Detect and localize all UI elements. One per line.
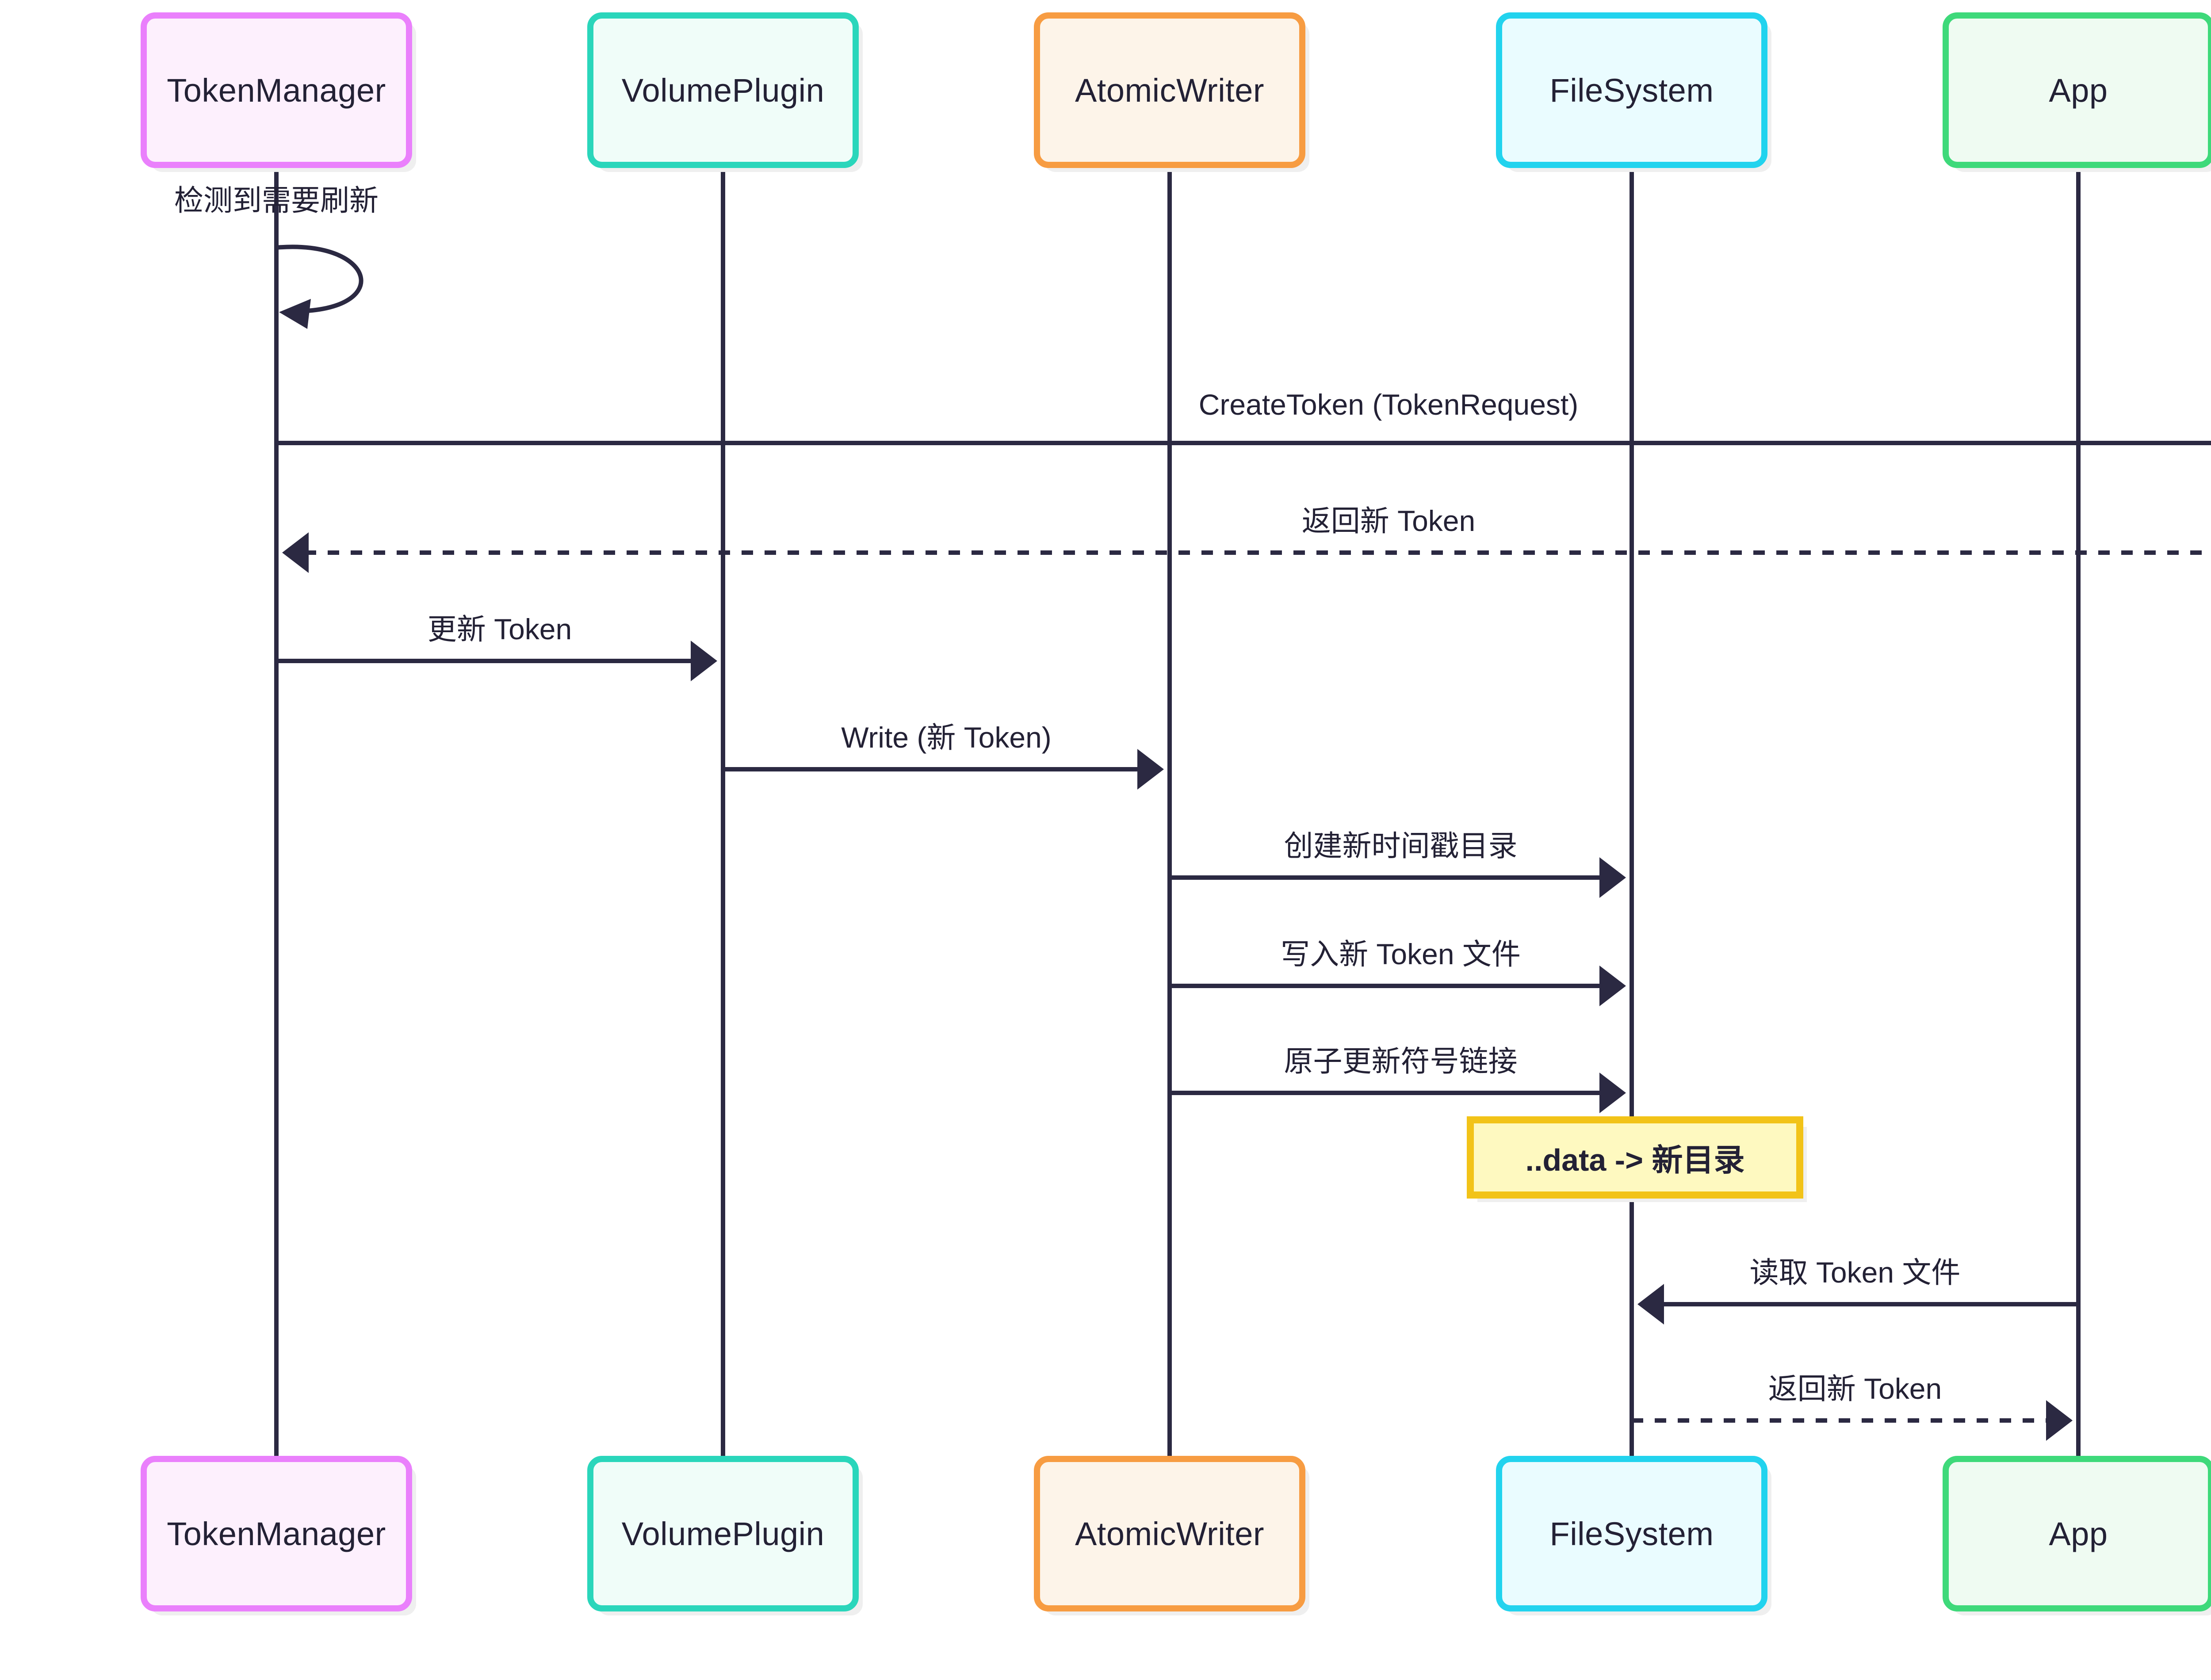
lifelines-group [274,165,2081,1459]
arrowhead-9 [1637,1284,1664,1325]
messages-group [276,244,2211,1441]
participant-box-tokenmanager-bottom[interactable] [141,1456,412,1611]
participant-box-app-top[interactable] [1943,12,2211,168]
participant-box-atomicwriter-bottom[interactable] [1034,1456,1305,1611]
arrowhead-1 [279,299,311,329]
arrowhead-10 [2046,1400,2073,1441]
arrowhead-4 [691,641,717,681]
participant-box-volumeplugin-top[interactable] [587,12,859,168]
participant-box-volumeplugin-bottom[interactable] [587,1456,859,1611]
participant-box-filesystem-top[interactable] [1496,12,1767,168]
participant-box-atomicwriter-top[interactable] [1034,12,1305,168]
participant-box-tokenmanager-top[interactable] [141,12,412,168]
note-box[interactable] [1467,1116,1803,1199]
arrowhead-3 [282,532,309,573]
participant-box-filesystem-bottom[interactable] [1496,1456,1767,1611]
self-message-path-1 [276,244,363,314]
notes-group [1467,1116,1807,1202]
participant-boxes-group [141,12,2211,1615]
arrowhead-8 [1599,1073,1626,1113]
arrowhead-6 [1599,857,1626,898]
arrowhead-7 [1599,966,1626,1006]
arrowhead-5 [1137,749,1164,790]
participant-box-app-bottom[interactable] [1943,1456,2211,1611]
